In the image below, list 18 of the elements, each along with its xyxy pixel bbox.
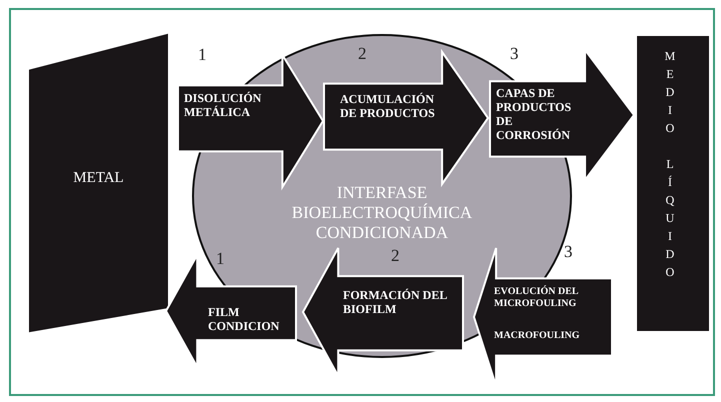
step-number: 2: [358, 44, 366, 64]
step-number: 3: [510, 44, 518, 64]
liquid-medium-block: [638, 37, 708, 330]
step-number: 1: [198, 45, 206, 65]
step-number: 2: [391, 246, 400, 266]
node-label: METAL: [72, 170, 125, 187]
node-label: CAPAS DE PRODUCTOS DE CORROSIÓN: [496, 86, 572, 142]
node-label: MEDIO LÍQUIDO: [663, 49, 677, 283]
node-label: MACROFOULING: [494, 330, 581, 342]
step-number: 1: [216, 249, 224, 269]
node-label: INTERFASE BIOELECTROQUÍMICA CONDICIONADA: [290, 183, 474, 243]
metal-block: [30, 35, 167, 331]
node-label: EVOLUCIÓN DEL MICROFOULING: [494, 286, 580, 310]
node-label: FILM CONDICION: [208, 305, 280, 333]
node-label: ACUMULACIÓN DE PRODUCTOS: [340, 92, 436, 120]
node-label: DISOLUCIÓN METÁLICA: [184, 91, 262, 119]
step-number: 3: [564, 242, 572, 262]
node-label: FORMACIÓN DEL BIOFILM: [343, 288, 448, 316]
